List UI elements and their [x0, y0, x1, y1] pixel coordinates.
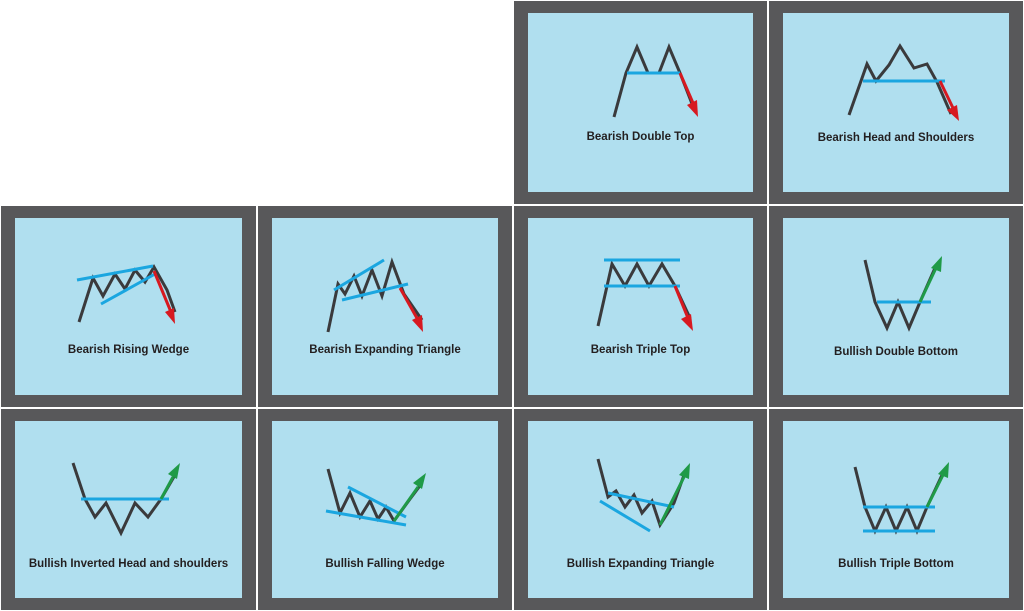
pattern-label: Bullish Inverted Head and shoulders — [28, 558, 229, 570]
resistance-line — [607, 491, 675, 509]
pattern-panel: Bullish Triple Bottom — [783, 421, 1009, 598]
bullish-arrow-icon — [931, 256, 942, 272]
support-line — [325, 509, 407, 527]
pattern-panel: Bearish Head and Shoulders — [783, 13, 1009, 192]
pattern-diagram-bearish-double-top — [612, 42, 698, 118]
pattern-card-bearish-double-top: Bearish Double Top — [513, 0, 768, 205]
pattern-card-bullish-falling-wedge: Bullish Falling Wedge — [257, 408, 513, 611]
pattern-panel: Bullish Inverted Head and shoulders — [15, 421, 242, 598]
support-line — [341, 282, 409, 302]
pattern-panel: Bullish Falling Wedge — [272, 421, 498, 598]
pattern-panel: Bullish Expanding Triangle — [528, 421, 753, 598]
pattern-panel: Bearish Triple Top — [528, 218, 753, 395]
price-line — [847, 43, 953, 116]
bullish-arrow-icon — [679, 463, 690, 479]
bearish-arrow-icon — [947, 105, 959, 121]
pattern-card-bullish-expanding-triangle: Bullish Expanding Triangle — [513, 408, 768, 611]
bullish-arrow-shaft — [658, 476, 686, 526]
pattern-panel: Bearish Rising Wedge — [15, 218, 242, 395]
pattern-diagram-bearish-expanding-triangle — [326, 257, 424, 333]
resistance-line — [347, 485, 407, 519]
price-line — [71, 462, 177, 537]
pattern-label: Bullish Triple Bottom — [838, 558, 954, 570]
pattern-label: Bullish Double Bottom — [834, 346, 958, 358]
pattern-card-bullish-double-bottom: Bullish Double Bottom — [768, 205, 1024, 408]
support-line — [100, 272, 156, 306]
bearish-arrow-icon — [165, 308, 175, 324]
pattern-panel: Bearish Expanding Triangle — [272, 218, 498, 395]
pattern-label: Bearish Double Top — [586, 131, 695, 143]
bearish-arrow-shaft — [152, 270, 173, 313]
bearish-arrow-shaft — [938, 80, 955, 109]
price-line — [77, 264, 177, 323]
resistance-line — [333, 258, 385, 292]
bullish-arrow-shaft — [925, 474, 945, 508]
price-line — [596, 458, 686, 529]
pattern-card-bearish-rising-wedge: Bearish Rising Wedge — [0, 205, 257, 408]
pattern-card-bearish-triple-top: Bearish Triple Top — [513, 205, 768, 408]
pattern-label: Bearish Rising Wedge — [67, 344, 190, 356]
support-line — [599, 499, 651, 533]
pattern-label: Bearish Head and Shoulders — [817, 132, 975, 144]
pattern-card-bearish-head-and-shoulders: Bearish Head and Shoulders — [768, 0, 1024, 205]
pattern-label: Bearish Triple Top — [590, 344, 691, 356]
pattern-card-bullish-triple-bottom: Bullish Triple Bottom — [768, 408, 1024, 611]
pattern-diagram-bearish-triple-top — [596, 258, 693, 331]
bullish-arrow-icon — [413, 473, 426, 489]
price-line — [596, 259, 692, 327]
bullish-arrow-icon — [938, 462, 949, 478]
bearish-arrow-icon — [687, 100, 698, 117]
bullish-arrow-shaft — [159, 476, 175, 500]
pattern-label: Bullish Falling Wedge — [325, 558, 445, 570]
bearish-arrow-shaft — [673, 285, 690, 319]
pattern-label: Bearish Expanding Triangle — [309, 344, 461, 356]
price-line — [612, 42, 696, 118]
pattern-diagram-bullish-triple-bottom — [853, 462, 949, 535]
bullish-arrow-icon — [168, 463, 180, 479]
bearish-arrow-shaft — [678, 72, 695, 104]
pattern-panel: Bearish Double Top — [528, 13, 753, 192]
bearish-arrow-shaft — [398, 287, 420, 321]
bullish-arrow-shaft — [392, 486, 420, 522]
pattern-diagram-bullish-inverted-head-and-shoulders — [71, 462, 180, 537]
pattern-diagram-bullish-expanding-triangle — [596, 458, 690, 533]
bullish-arrow-shaft — [918, 267, 938, 303]
resistance-line — [76, 264, 154, 282]
pattern-panel: Bullish Double Bottom — [783, 218, 1009, 395]
pattern-diagram-bullish-double-bottom — [863, 256, 942, 332]
pattern-label: Bullish Expanding Triangle — [566, 558, 715, 570]
pattern-diagram-bullish-falling-wedge — [325, 468, 426, 527]
pattern-diagram-bearish-rising-wedge — [76, 264, 177, 324]
pattern-diagram-bearish-head-and-shoulders — [847, 43, 959, 121]
bearish-arrow-icon — [412, 315, 423, 332]
pattern-card-bullish-inverted-head-and-shoulders: Bullish Inverted Head and shoulders — [0, 408, 257, 611]
pattern-card-bearish-expanding-triangle: Bearish Expanding Triangle — [257, 205, 513, 408]
price-line — [326, 257, 424, 333]
bearish-arrow-icon — [681, 314, 693, 331]
